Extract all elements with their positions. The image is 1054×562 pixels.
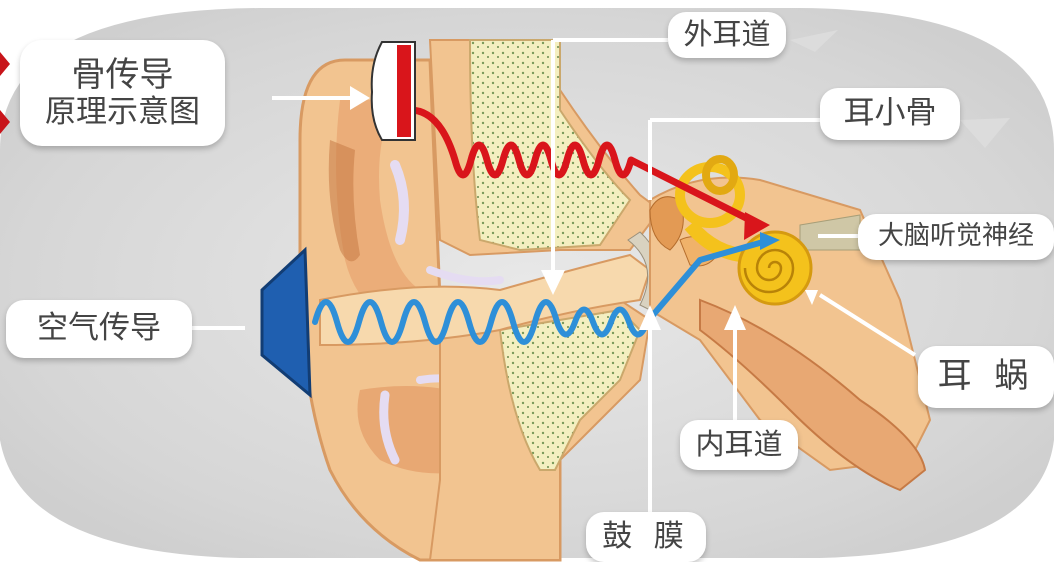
bone-conduction-wave [401,56,764,229]
cochlea [675,155,813,306]
bone-conduction-device [370,41,416,141]
title-line-1: 骨传导 [71,54,174,95]
label-air-conduction: 空气传导 [6,300,192,358]
label-inner-ear-canal: 内耳道 [680,420,798,470]
temporal-bone-lower [498,308,642,471]
eustachian-tube [699,298,927,492]
diagram-title: 骨传导 原理示意图 [20,40,225,146]
speaker-icon [260,246,312,399]
corner-accent [0,52,10,76]
label-ossicles: 耳小骨 [820,88,960,140]
label-auditory-nerve: 大脑听觉神经 [858,214,1054,260]
leader-lines [192,38,917,512]
label-cochlea: 耳 蜗 [918,346,1054,408]
air-conduction-wave [312,237,773,345]
label-eardrum: 鼓 膜 [586,512,706,562]
label-outer-ear-canal: 外耳道 [668,12,786,58]
temporal-bone-upper [468,39,632,252]
title-line-2: 原理示意图 [45,93,200,130]
